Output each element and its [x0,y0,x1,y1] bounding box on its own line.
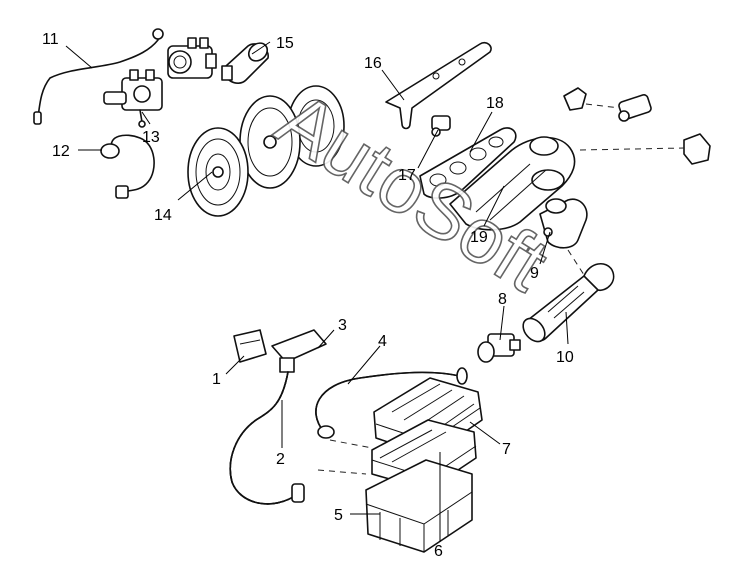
callout-3: 3 [338,317,347,334]
part-4-hose [315,367,468,439]
leader-14 [177,171,213,201]
callout-17: 17 [398,167,416,184]
small-clip-top [563,87,587,111]
part-3-fitting [271,329,327,373]
small-sensor-top [618,94,652,122]
callout-labels: 11 12 13 14 15 16 17 18 19 9 8 10 1 3 4 … [42,31,574,560]
callout-9: 9 [530,265,539,282]
callout-15: 15 [276,35,294,52]
leader-1 [225,355,245,375]
leader-10 [565,311,569,345]
callout-16: 16 [364,55,382,72]
part-5-filter-housing [365,459,473,553]
callout-4: 4 [378,333,387,350]
small-connector-top [683,133,711,165]
part-19-manifold [449,136,576,231]
leader-18 [469,111,493,153]
callout-7: 7 [502,441,511,458]
callout-8: 8 [498,291,507,308]
callout-10: 10 [556,349,574,366]
callout-2: 2 [276,451,285,468]
part-17-sensor [431,115,451,137]
part-13-housing [167,37,217,79]
dash-line-4 [317,469,367,475]
leader-15 [251,41,271,55]
part-14-pulley [187,85,345,217]
leader-7 [469,421,501,445]
part-15-cylinder [221,42,269,84]
leader-9 [539,231,551,265]
leader-16 [381,69,405,101]
dash-line-5 [329,439,373,449]
part-16-bracket [385,41,492,130]
part-2-corrugated-hose [229,371,305,505]
callout-18: 18 [486,95,504,112]
callout-12: 12 [52,143,70,160]
leader-17 [417,129,439,169]
part-12-sensor [100,134,155,199]
callout-11: 11 [42,31,59,48]
leader-13 [141,111,151,125]
leader-19 [483,185,505,227]
part-11-wire [33,28,164,125]
part-13-pump [103,69,163,128]
part-1-box [233,329,267,363]
part-18-gasket [419,127,517,199]
dash-line-3 [567,249,587,279]
part-8-connector [477,333,521,363]
dash-line-2 [579,147,685,151]
leader-4 [347,345,381,385]
dash-line-1 [585,103,621,109]
callout-19: 19 [470,229,488,246]
part-10-hose [522,263,615,343]
callout-14: 14 [154,207,172,224]
callout-6: 6 [434,543,443,560]
callout-5: 5 [334,507,343,524]
leader-lines [65,41,569,542]
callout-1: 1 [212,371,221,388]
leader-3 [317,329,335,349]
leader-11 [65,45,93,69]
callout-13: 13 [142,129,160,146]
part-9-throttle [539,198,588,249]
leader-8 [499,305,505,341]
